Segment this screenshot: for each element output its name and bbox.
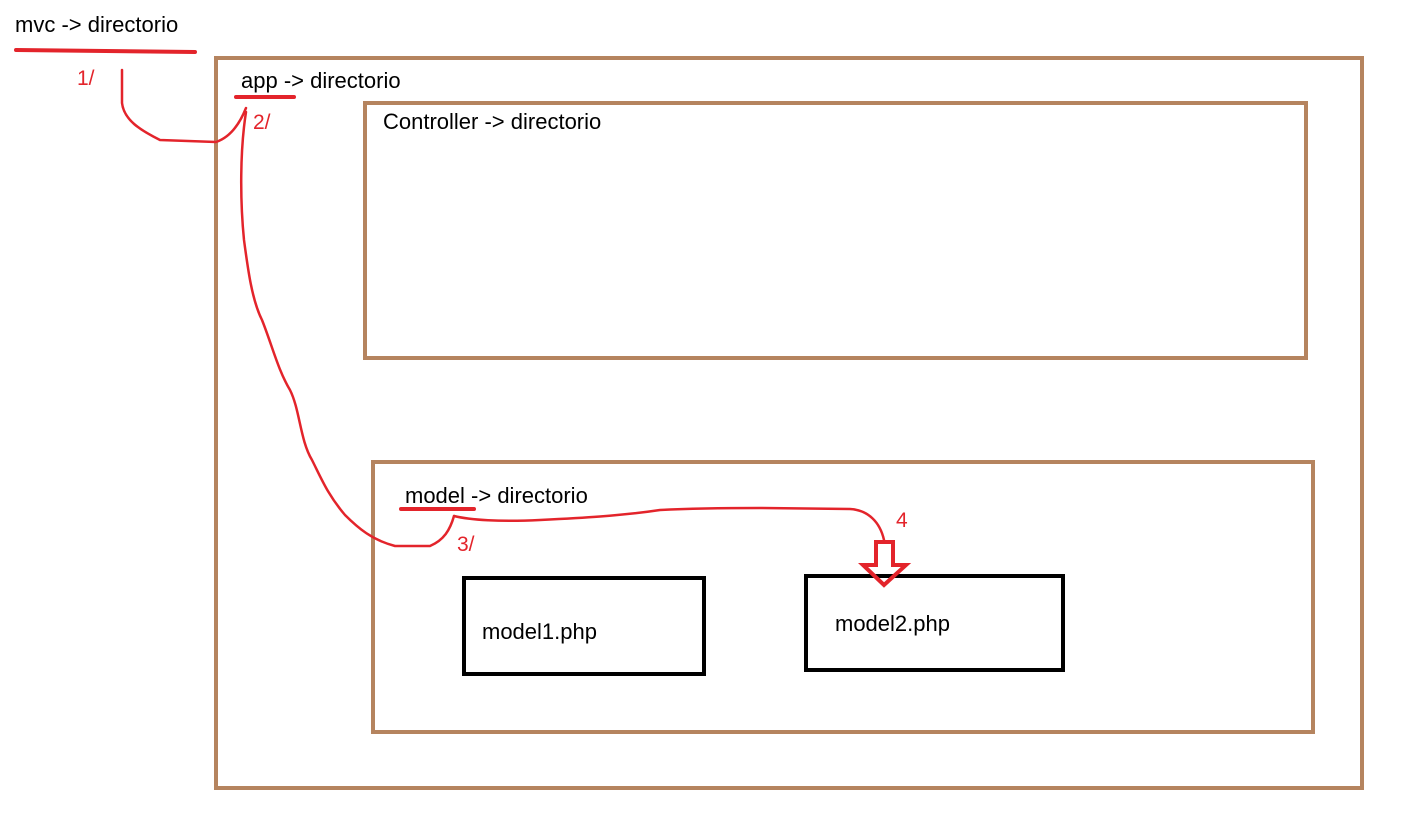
controller-directory-label: Controller -> directorio	[383, 109, 602, 134]
step-1-label: 1/	[77, 67, 95, 90]
model-directory-label: model -> directorio	[405, 483, 588, 508]
model1-file-label: model1.php	[482, 619, 597, 644]
app-directory-box	[214, 56, 1364, 790]
model1-file-box	[462, 576, 706, 676]
mvc-directory-label: mvc -> directorio	[15, 12, 179, 37]
controller-directory-box	[363, 101, 1308, 360]
model-directory-box	[371, 460, 1315, 734]
mvc-underline	[14, 48, 197, 54]
step-2-label: 2/	[253, 111, 271, 134]
model2-file-box	[804, 574, 1065, 672]
step-3-label: 3/	[457, 533, 475, 556]
step-4-label: 4	[896, 509, 908, 532]
app-directory-label: app -> directorio	[241, 68, 401, 93]
model2-file-label: model2.php	[835, 611, 950, 636]
